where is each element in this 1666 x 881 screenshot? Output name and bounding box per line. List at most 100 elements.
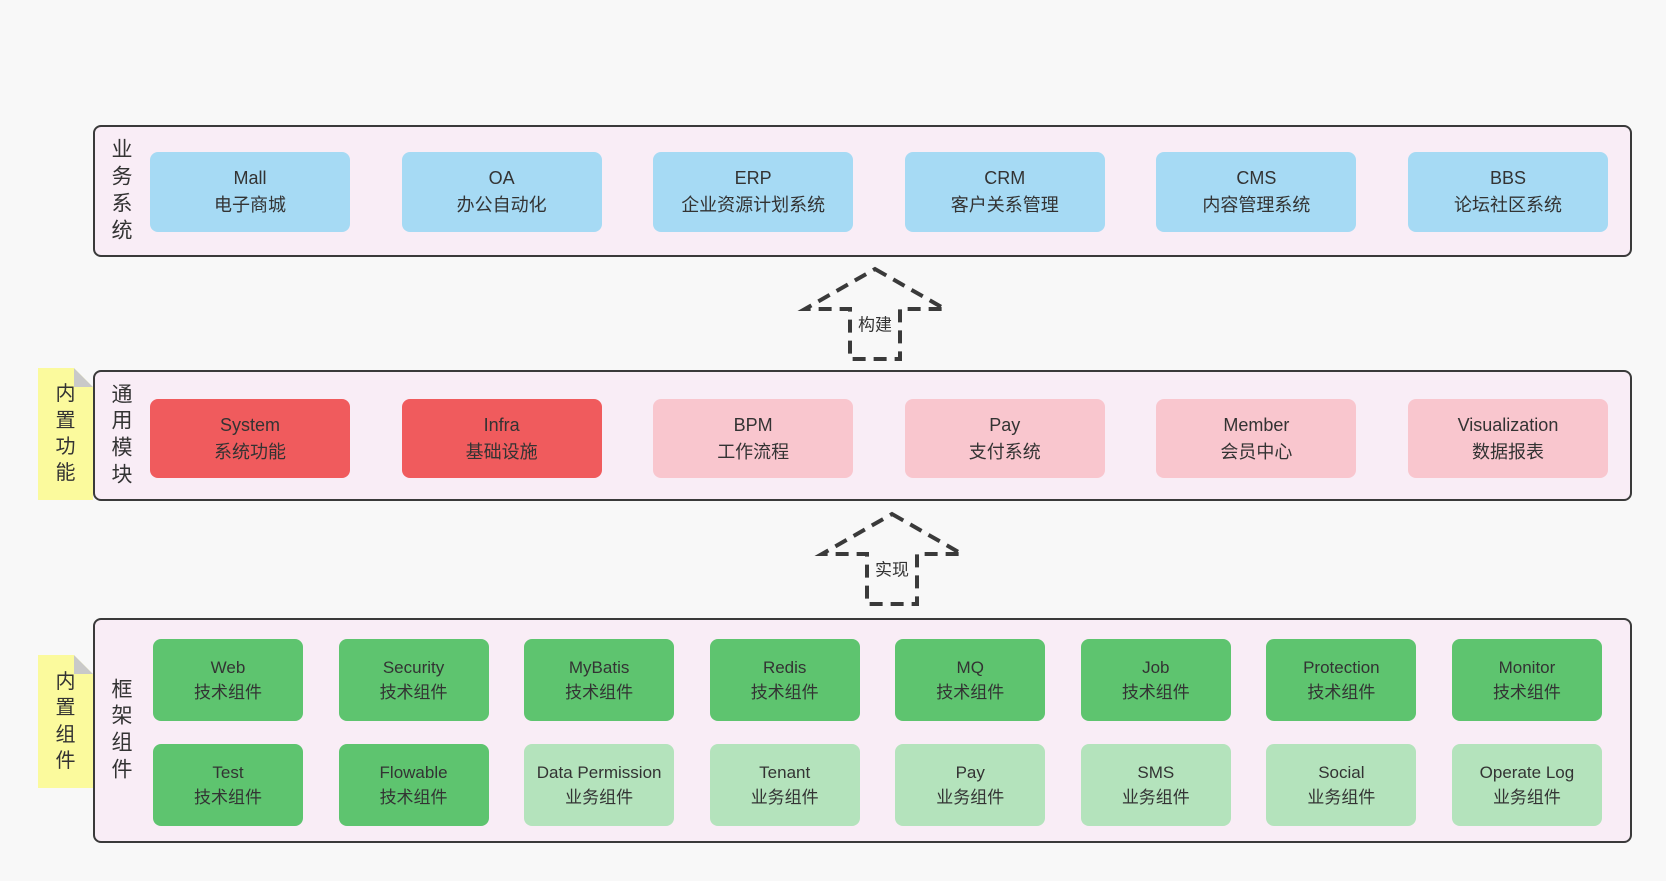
layer-common-modules: 通用模块 System 系统功能 Infra 基础设施 BPM 工作流程 Pay 支付系统 Me… — [93, 370, 1632, 501]
component-box-pay: Pay 支付系统 — [904, 399, 1105, 478]
note-fold-corner — [74, 655, 93, 674]
box-title: SMS — [1137, 762, 1175, 782]
box-subtitle: 业务组件 — [936, 788, 1005, 807]
box-subtitle: 基础设施 — [465, 441, 538, 462]
box-title: CRM — [984, 168, 1026, 188]
component-box-system: System 系统功能 — [150, 399, 350, 478]
box-subtitle: 技术组件 — [379, 683, 448, 702]
box-subtitle: 技术组件 — [750, 683, 819, 702]
note-fold-corner — [74, 368, 93, 387]
box-subtitle: 会员中心 — [1220, 441, 1293, 462]
layer-side-label: 通用模块 — [111, 382, 133, 487]
box-subtitle: 数据报表 — [1471, 441, 1544, 462]
box-title: Infra — [483, 414, 520, 435]
box-title: BPM — [733, 414, 773, 435]
box-subtitle: 业务组件 — [750, 788, 819, 807]
box-subtitle: 技术组件 — [1492, 683, 1561, 702]
box-subtitle: 论坛社区系统 — [1453, 195, 1562, 215]
note-label: 内置功能 — [55, 383, 76, 485]
component-box-infra: Infra 基础设施 — [401, 399, 602, 478]
component-box-member: Member 会员中心 — [1156, 399, 1357, 478]
component-box-sms: SMS 业务组件 — [1080, 744, 1231, 826]
common-modules-row: System 系统功能 Infra 基础设施 BPM 工作流程 Pay 支付系统 Member 会… — [150, 399, 1608, 478]
component-box-bpm: BPM 工作流程 — [653, 399, 854, 478]
box-title: Monitor — [1498, 657, 1556, 677]
component-box-mybatis: MyBatis 技术组件 — [524, 639, 675, 721]
box-subtitle: 业务组件 — [1492, 788, 1561, 807]
component-box-bbs: BBS 论坛社区系统 — [1407, 152, 1608, 232]
box-subtitle: 系统功能 — [214, 441, 286, 462]
box-title: Data Permission — [536, 762, 662, 782]
component-box-pay: Pay 业务组件 — [895, 744, 1046, 826]
sticky-note-built-in-features: 内置功能 — [38, 368, 93, 500]
box-subtitle: 技术组件 — [194, 788, 262, 807]
up-arrow-shape — [814, 511, 970, 606]
box-title: Flowable — [379, 762, 448, 782]
component-box-protection: Protection 技术组件 — [1266, 639, 1417, 721]
box-subtitle: 技术组件 — [194, 683, 262, 702]
box-subtitle: 工作流程 — [717, 441, 790, 462]
component-box-tenant: Tenant 业务组件 — [709, 744, 860, 826]
box-title: CMS — [1236, 168, 1277, 188]
box-title: MQ — [956, 657, 984, 677]
box-subtitle: 技术组件 — [1307, 683, 1376, 702]
component-box-data-permission: Data Permission 业务组件 — [524, 744, 675, 826]
box-title: Test — [212, 762, 244, 782]
box-subtitle: 技术组件 — [379, 788, 448, 807]
box-subtitle: 技术组件 — [565, 683, 634, 702]
box-subtitle: 内容管理系统 — [1202, 195, 1311, 215]
box-title: Member — [1223, 414, 1290, 435]
layer-side-label: 业务系统 — [111, 138, 133, 242]
component-box-redis: Redis 技术组件 — [709, 639, 860, 721]
component-box-test: Test 技术组件 — [153, 744, 303, 826]
component-box-monitor: Monitor 技术组件 — [1451, 639, 1602, 721]
box-title: MyBatis — [568, 657, 630, 677]
box-title: Protection — [1303, 657, 1380, 677]
box-title: Web — [210, 657, 246, 677]
box-title: Mall — [233, 168, 267, 188]
note-label: 内置组件 — [55, 670, 76, 772]
box-subtitle: 技术组件 — [936, 683, 1005, 702]
sticky-note-built-in-components: 内置组件 — [38, 655, 93, 788]
component-box-flowable: Flowable 技术组件 — [338, 744, 489, 826]
box-title: BBS — [1489, 168, 1526, 188]
box-title: ERP — [734, 168, 772, 188]
box-title: System — [219, 414, 280, 435]
box-title: Security — [382, 657, 445, 677]
box-title: Job — [1142, 657, 1170, 677]
component-box-job: Job 技术组件 — [1080, 639, 1231, 721]
box-title: Pay — [955, 762, 985, 782]
box-title: Pay — [989, 414, 1021, 435]
box-title: Tenant — [759, 762, 811, 782]
box-subtitle: 客户关系管理 — [950, 195, 1059, 215]
box-title: OA — [488, 168, 515, 188]
component-box-mall: Mall 电子商城 — [150, 152, 350, 232]
arrow-build: 构建 — [795, 263, 955, 365]
box-subtitle: 技术组件 — [1121, 683, 1190, 702]
box-title: Redis — [762, 657, 807, 677]
box-subtitle: 办公自动化 — [456, 195, 547, 215]
box-subtitle: 支付系统 — [968, 441, 1041, 462]
component-box-oa: OA 办公自动化 — [401, 152, 602, 232]
box-subtitle: 电子商城 — [214, 195, 286, 215]
box-title: Visualization — [1457, 414, 1559, 435]
arrow-implement: 实现 — [812, 508, 972, 610]
component-box-web: Web 技术组件 — [153, 639, 303, 721]
box-subtitle: 业务组件 — [1121, 788, 1190, 807]
box-title: Social — [1318, 762, 1365, 782]
component-box-cms: CMS 内容管理系统 — [1156, 152, 1357, 232]
component-box-visualization: Visualization 数据报表 — [1407, 399, 1608, 478]
arrow-implement-label: 实现 — [872, 555, 912, 581]
component-box-security: Security 技术组件 — [338, 639, 489, 721]
box-subtitle: 业务组件 — [565, 788, 634, 807]
arrow-build-label: 构建 — [855, 310, 895, 336]
